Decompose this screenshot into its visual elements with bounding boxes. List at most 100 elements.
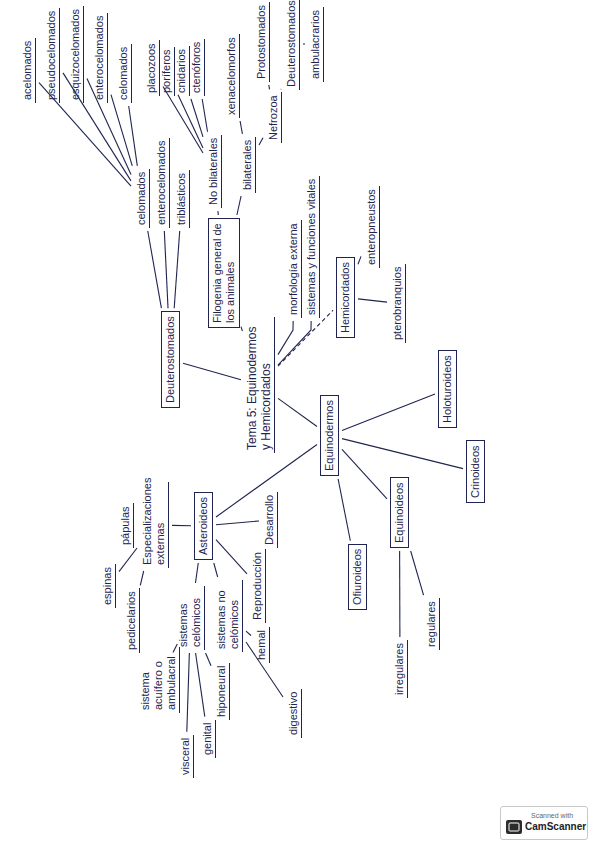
connector-line <box>237 196 241 215</box>
topic-box: Ofiuroideos <box>348 544 367 610</box>
connector-line <box>140 571 143 585</box>
node-text: Crinoideos <box>469 445 482 498</box>
topic-box: Hemicordados <box>336 257 355 338</box>
connector-line <box>164 231 168 308</box>
connector-line <box>278 310 333 366</box>
node-text: pterobranquios <box>391 267 404 340</box>
topic-label: cnidarios <box>174 46 190 96</box>
topic-label: visceral <box>178 735 194 778</box>
connector-line <box>342 449 387 499</box>
node-text: triblásticos <box>175 173 188 225</box>
topic-label: digestivo <box>286 689 302 738</box>
topic-box: Equinoideos <box>390 477 409 548</box>
connector-line <box>216 540 247 574</box>
topic-label: pápulas <box>118 503 134 548</box>
topic-box: Equinodermos <box>320 395 339 476</box>
node-text: Equinoideos <box>393 482 406 543</box>
node-text: celomados <box>135 172 148 225</box>
node-text: pápulas <box>119 506 132 545</box>
node-text: celomados <box>117 47 130 100</box>
topic-box: Filogenia general de los animales <box>208 218 240 328</box>
node-text: bilaterales <box>241 140 254 190</box>
node-text: Filogenia general de los animales <box>211 223 237 323</box>
connector-line <box>191 99 203 137</box>
watermark-text: Scanned with <box>531 811 573 820</box>
topic-label: sistemas y funciones vitales <box>304 176 320 318</box>
node-text: esquizocelomados <box>69 9 82 100</box>
node-text: enterocelomados <box>155 141 168 225</box>
node-text: Especializaciones externas <box>141 485 167 565</box>
node-text: enterocelomados <box>93 16 106 100</box>
node-text: poríferos <box>160 50 173 93</box>
topic-label: hiponeural <box>214 663 230 720</box>
topic-label: genital <box>200 720 216 758</box>
connector-line <box>187 653 190 732</box>
node-text: ctenóforos <box>190 42 203 93</box>
topic-label: xenacelomorfos <box>224 34 240 118</box>
topic-label: poríferos <box>159 47 175 96</box>
connector-line <box>240 121 242 134</box>
node-text: sistemas no celómicos <box>215 583 241 649</box>
topic-label: pterobranquios <box>390 264 406 343</box>
node-text: genital <box>201 723 214 755</box>
topic-label: regulares <box>424 598 440 650</box>
connector-line <box>195 563 198 583</box>
topic-label: Tema 5: Equinodermos y Hemicordados <box>244 317 275 453</box>
connector-line <box>178 95 203 148</box>
connector-line <box>172 525 191 526</box>
topic-box: Asteroideos <box>194 492 213 560</box>
node-text: Asteroideos <box>197 497 210 555</box>
scanner-badge: Scanned with CamScanner <box>500 806 588 840</box>
topic-label: No bilaterales <box>206 135 222 208</box>
connector-line <box>217 211 218 215</box>
node-text: sistema acuífero o ambulacral <box>139 650 178 710</box>
topic-box: Holoturoideos <box>438 350 457 428</box>
connector-line <box>174 231 180 308</box>
topic-label: enterocelomados <box>154 138 170 228</box>
connector-line <box>119 548 137 572</box>
node-text: sistemas celómicos <box>177 589 203 647</box>
node-text: ambulacrarios <box>309 10 322 79</box>
node-text: sistemas y funciones vitales <box>305 179 318 315</box>
node-text: acelomados <box>21 41 34 100</box>
topic-box: Deuterostomados <box>161 311 180 408</box>
node-text: morfología externa <box>287 223 300 315</box>
connector-line <box>268 85 270 89</box>
node-text: enteropneustos <box>365 189 378 265</box>
node-text: Equinodermos <box>323 400 336 471</box>
node-text: regulares <box>425 601 438 647</box>
node-text: pedicelarios <box>125 591 138 650</box>
scanner-icon <box>506 820 522 834</box>
topic-label: ambulacrarios <box>308 7 324 82</box>
topic-label: hemal <box>254 627 270 663</box>
topic-label: Deuterostomados <box>284 0 300 90</box>
topic-label: bilaterales <box>240 137 256 193</box>
topic-box: Crinoideos <box>466 440 485 503</box>
node-text: irregulares <box>393 643 406 695</box>
topic-label: enteropneustos <box>364 186 380 268</box>
node-text: hiponeural <box>215 666 228 717</box>
node-text: digestivo <box>287 692 300 735</box>
connector-line <box>148 231 162 308</box>
connector-line <box>183 363 241 380</box>
topic-label: espinas <box>100 564 116 608</box>
node-text: Protostomados <box>255 5 268 79</box>
topic-label: celomados <box>116 44 132 103</box>
topic-label: pedicelarios <box>124 588 140 653</box>
connector-line <box>342 394 435 431</box>
connector-line <box>358 256 361 264</box>
topic-label: Protostomados <box>254 2 270 82</box>
watermark-brand: CamScanner <box>525 821 586 833</box>
topic-label: acelomados <box>20 38 36 103</box>
node-text: Tema 5: Equinodermos y Hemicordados <box>245 320 273 450</box>
topic-label: placozoos <box>144 40 160 96</box>
topic-label: triblásticos <box>174 170 190 228</box>
node-text: pseudocelomados <box>45 11 58 100</box>
node-text: Deuterostomados <box>164 316 177 403</box>
connector-line <box>338 479 350 541</box>
node-text: Holoturoideos <box>441 355 454 423</box>
topic-label: ctenóforos <box>189 39 205 96</box>
node-text: hemal <box>255 630 268 660</box>
